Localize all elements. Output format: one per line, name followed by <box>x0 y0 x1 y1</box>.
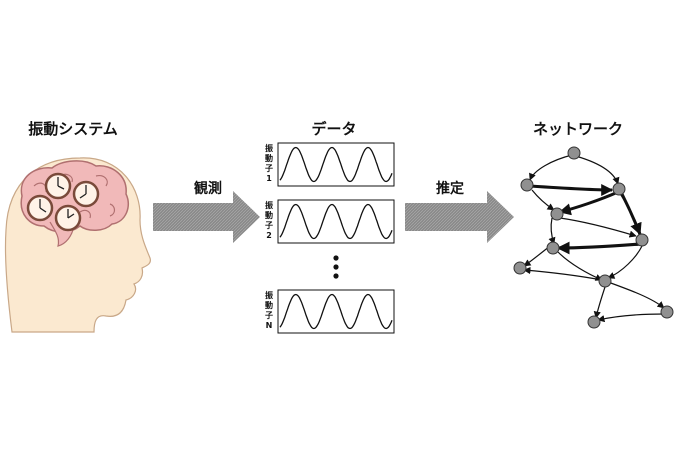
network-node <box>520 178 534 192</box>
edge <box>523 266 603 281</box>
clock-icon-1 <box>44 172 72 200</box>
edge <box>557 251 603 281</box>
edge <box>558 190 619 216</box>
clock-icon-3 <box>26 194 54 222</box>
edge <box>548 217 556 245</box>
network-node <box>513 261 527 275</box>
edge <box>556 241 641 255</box>
signal-box-n <box>277 289 395 334</box>
signal-box-2 <box>277 199 395 244</box>
network-node <box>660 305 674 319</box>
edge <box>617 189 641 239</box>
data-title: データ <box>311 120 357 138</box>
edge <box>593 283 607 319</box>
edge <box>597 313 665 323</box>
network-edges <box>523 154 665 323</box>
edge <box>531 189 555 211</box>
network-title: ネットワーク <box>532 120 623 138</box>
network-node <box>546 241 560 255</box>
ellipsis-dots <box>333 255 339 279</box>
estimate-label: 推定 <box>436 181 464 197</box>
clock-icon-2 <box>72 180 100 208</box>
edge <box>571 154 620 185</box>
signal-wave-n <box>279 293 393 330</box>
edge <box>607 245 643 279</box>
network-node <box>612 182 626 196</box>
network-node <box>550 207 564 221</box>
signal-box-1 <box>277 142 395 187</box>
edge <box>559 217 637 238</box>
network-node <box>635 233 649 247</box>
signal-wave-1 <box>279 146 393 183</box>
edge <box>529 154 573 181</box>
network-nodes <box>513 146 674 329</box>
observe-arrow <box>153 191 260 243</box>
edge <box>523 245 551 267</box>
system-title: 振動システム <box>28 120 118 138</box>
observe-label: 観測 <box>194 181 222 197</box>
edge <box>529 183 614 196</box>
edge <box>607 281 665 309</box>
estimate-arrow <box>405 191 514 243</box>
network-node <box>598 274 612 288</box>
network-node <box>567 146 581 160</box>
network-node <box>587 315 601 329</box>
clock-icon-4 <box>54 204 82 232</box>
signal-wave-2 <box>279 203 393 240</box>
